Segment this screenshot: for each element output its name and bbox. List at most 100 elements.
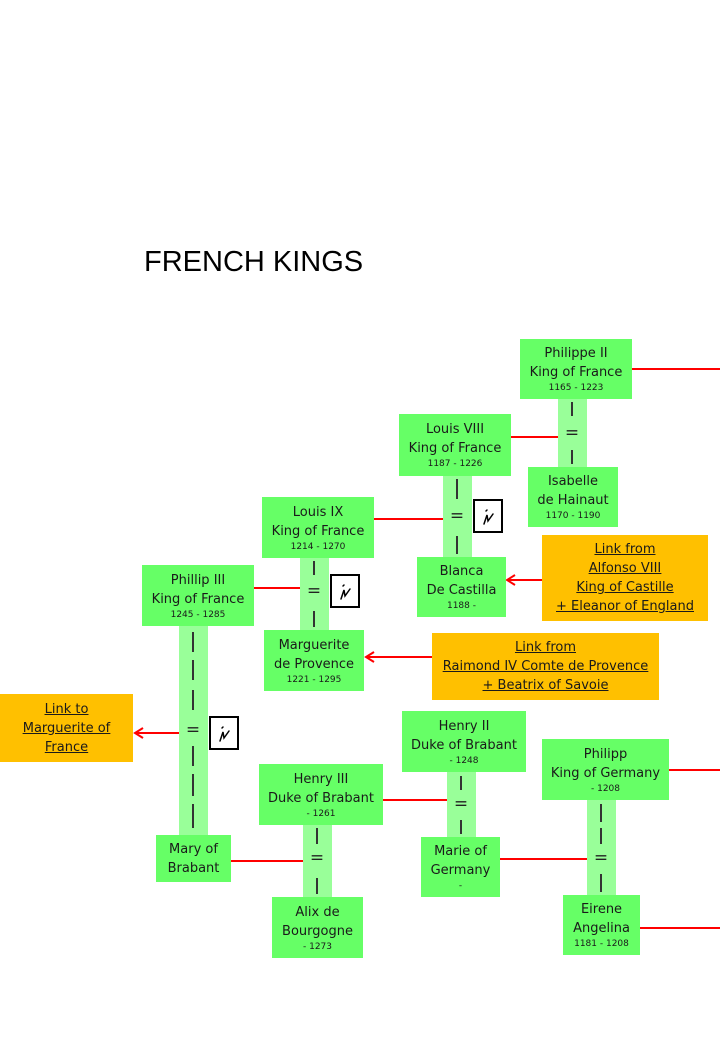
person-louis-viii[interactable]: Louis VIII King of France 1187 - 1226 — [399, 414, 511, 476]
marriage-symbol: = — [453, 794, 469, 814]
arrow-from-castille — [505, 574, 543, 586]
link-from-provence[interactable]: Link from Raimond IV Comte de Provence +… — [432, 633, 659, 700]
dash-line — [571, 450, 573, 464]
person-henry-iii[interactable]: Henry III Duke of Brabant - 1261 — [259, 764, 383, 825]
link-line: Link from — [594, 542, 656, 557]
person-years: 1221 - 1295 — [286, 674, 342, 685]
arrow-to-marguerite-france — [133, 727, 179, 739]
person-years: 1181 - 1208 — [574, 939, 629, 949]
person-philippe-ii[interactable]: Philippe II King of France 1165 - 1223 — [520, 339, 632, 399]
link-line: Link to — [44, 701, 89, 717]
person-years: 1170 - 1190 — [545, 511, 601, 521]
person-name: Phillip III — [170, 572, 226, 588]
person-years: - 1208 — [590, 783, 620, 794]
dash-line — [456, 479, 458, 499]
dash-line — [313, 611, 315, 627]
person-louis-ix[interactable]: Louis IX King of France 1214 - 1270 — [262, 497, 374, 558]
connector-line — [631, 368, 720, 370]
person-title: Bourgogne — [282, 923, 353, 939]
person-name: Marguerite — [278, 637, 350, 653]
dash-line — [460, 776, 462, 790]
dash-line — [192, 632, 194, 652]
dash-line — [460, 820, 462, 834]
link-line: + Eleanor of England — [556, 599, 694, 614]
marriage-symbol: = — [564, 423, 580, 443]
connector-line — [510, 436, 558, 438]
person-years: 1165 - 1223 — [548, 383, 604, 393]
person-name: Henry III — [293, 771, 349, 787]
person-marguerite[interactable]: Marguerite de Provence 1221 - 1295 — [264, 630, 364, 691]
dash-line — [600, 804, 602, 822]
person-phillip-iii[interactable]: Phillip III King of France 1245 - 1285 — [142, 565, 254, 626]
dash-line — [600, 874, 602, 892]
person-title: Brabant — [167, 860, 220, 876]
person-blanca[interactable]: Blanca De Castilla 1188 - — [417, 557, 506, 617]
person-title: King of France — [529, 365, 623, 380]
connector-line — [373, 518, 443, 520]
person-name: Blanca — [439, 564, 484, 579]
dash-line — [571, 402, 573, 416]
link-line: France — [44, 739, 89, 755]
person-mary[interactable]: Mary of Brabant — [156, 835, 231, 882]
dash-line — [316, 878, 318, 894]
connector-line — [231, 860, 303, 862]
person-name: Henry II — [438, 718, 490, 734]
person-philipp[interactable]: Philipp King of Germany - 1208 — [542, 739, 669, 800]
person-name: Marie of — [434, 844, 487, 859]
person-title: de Provence — [273, 656, 355, 672]
connector-line — [383, 799, 447, 801]
arrow-from-provence — [364, 651, 432, 663]
marriage-symbol: = — [185, 720, 201, 740]
connector-line — [500, 858, 587, 860]
marriage-symbol: = — [449, 506, 465, 526]
person-isabelle[interactable]: Isabelle de Hainaut 1170 - 1190 — [528, 467, 618, 527]
person-name: Eirene — [580, 902, 623, 917]
person-years: - 1261 — [306, 808, 336, 819]
person-marie[interactable]: Marie of Germany - — [421, 837, 500, 897]
link-line: Link from — [514, 640, 576, 655]
person-title: De Castilla — [426, 583, 497, 598]
link-line: Marguerite of — [22, 720, 111, 736]
person-name: Alix de — [295, 904, 340, 920]
link-line: Alfonso VIII — [588, 561, 662, 576]
dash-line — [192, 660, 194, 680]
page-title: FRENCH KINGS — [144, 246, 364, 278]
person-years: 1188 - — [446, 601, 476, 611]
person-years: 1214 - 1270 — [290, 541, 346, 552]
dash-line — [192, 746, 194, 766]
person-name: Louis VIII — [425, 422, 485, 437]
marriage-symbol: = — [593, 848, 609, 868]
person-title: Duke of Brabant — [411, 737, 517, 753]
dash-line — [456, 536, 458, 554]
person-title: Duke of Brabant — [268, 790, 374, 806]
connector-line — [669, 769, 720, 771]
info-i-icon[interactable] — [209, 716, 239, 750]
person-name: Philippe II — [544, 346, 608, 361]
person-name: Louis IX — [292, 504, 344, 520]
person-title: King of France — [151, 591, 245, 607]
connector-line — [640, 927, 720, 929]
link-from-castille[interactable]: Link from Alfonso VIII King of Castille … — [542, 535, 708, 621]
person-title: de Hainaut — [537, 493, 609, 508]
marriage-symbol: = — [309, 848, 325, 868]
person-years: - 1248 — [449, 755, 479, 766]
marriage-symbol: = — [306, 581, 322, 601]
person-years: 1187 - 1226 — [427, 459, 483, 469]
person-henry-ii[interactable]: Henry II Duke of Brabant - 1248 — [402, 711, 526, 772]
dash-line — [600, 828, 602, 844]
person-years: - — [458, 881, 463, 891]
person-name: Mary of — [169, 841, 218, 857]
person-eirene[interactable]: Eirene Angelina 1181 - 1208 — [563, 895, 640, 955]
link-line: King of Castille — [576, 580, 674, 595]
info-i-icon[interactable] — [473, 499, 503, 533]
info-i-icon[interactable] — [330, 574, 360, 608]
person-name: Isabelle — [547, 474, 599, 489]
person-alix[interactable]: Alix de Bourgogne - 1273 — [272, 897, 363, 958]
person-title: Germany — [430, 863, 491, 878]
connector-line — [254, 587, 300, 589]
dash-line — [316, 828, 318, 844]
person-title: Angelina — [573, 921, 630, 936]
link-to-marguerite-france[interactable]: Link to Marguerite of France — [0, 694, 133, 762]
person-name: Philipp — [583, 746, 628, 762]
person-title: King of France — [271, 523, 365, 539]
